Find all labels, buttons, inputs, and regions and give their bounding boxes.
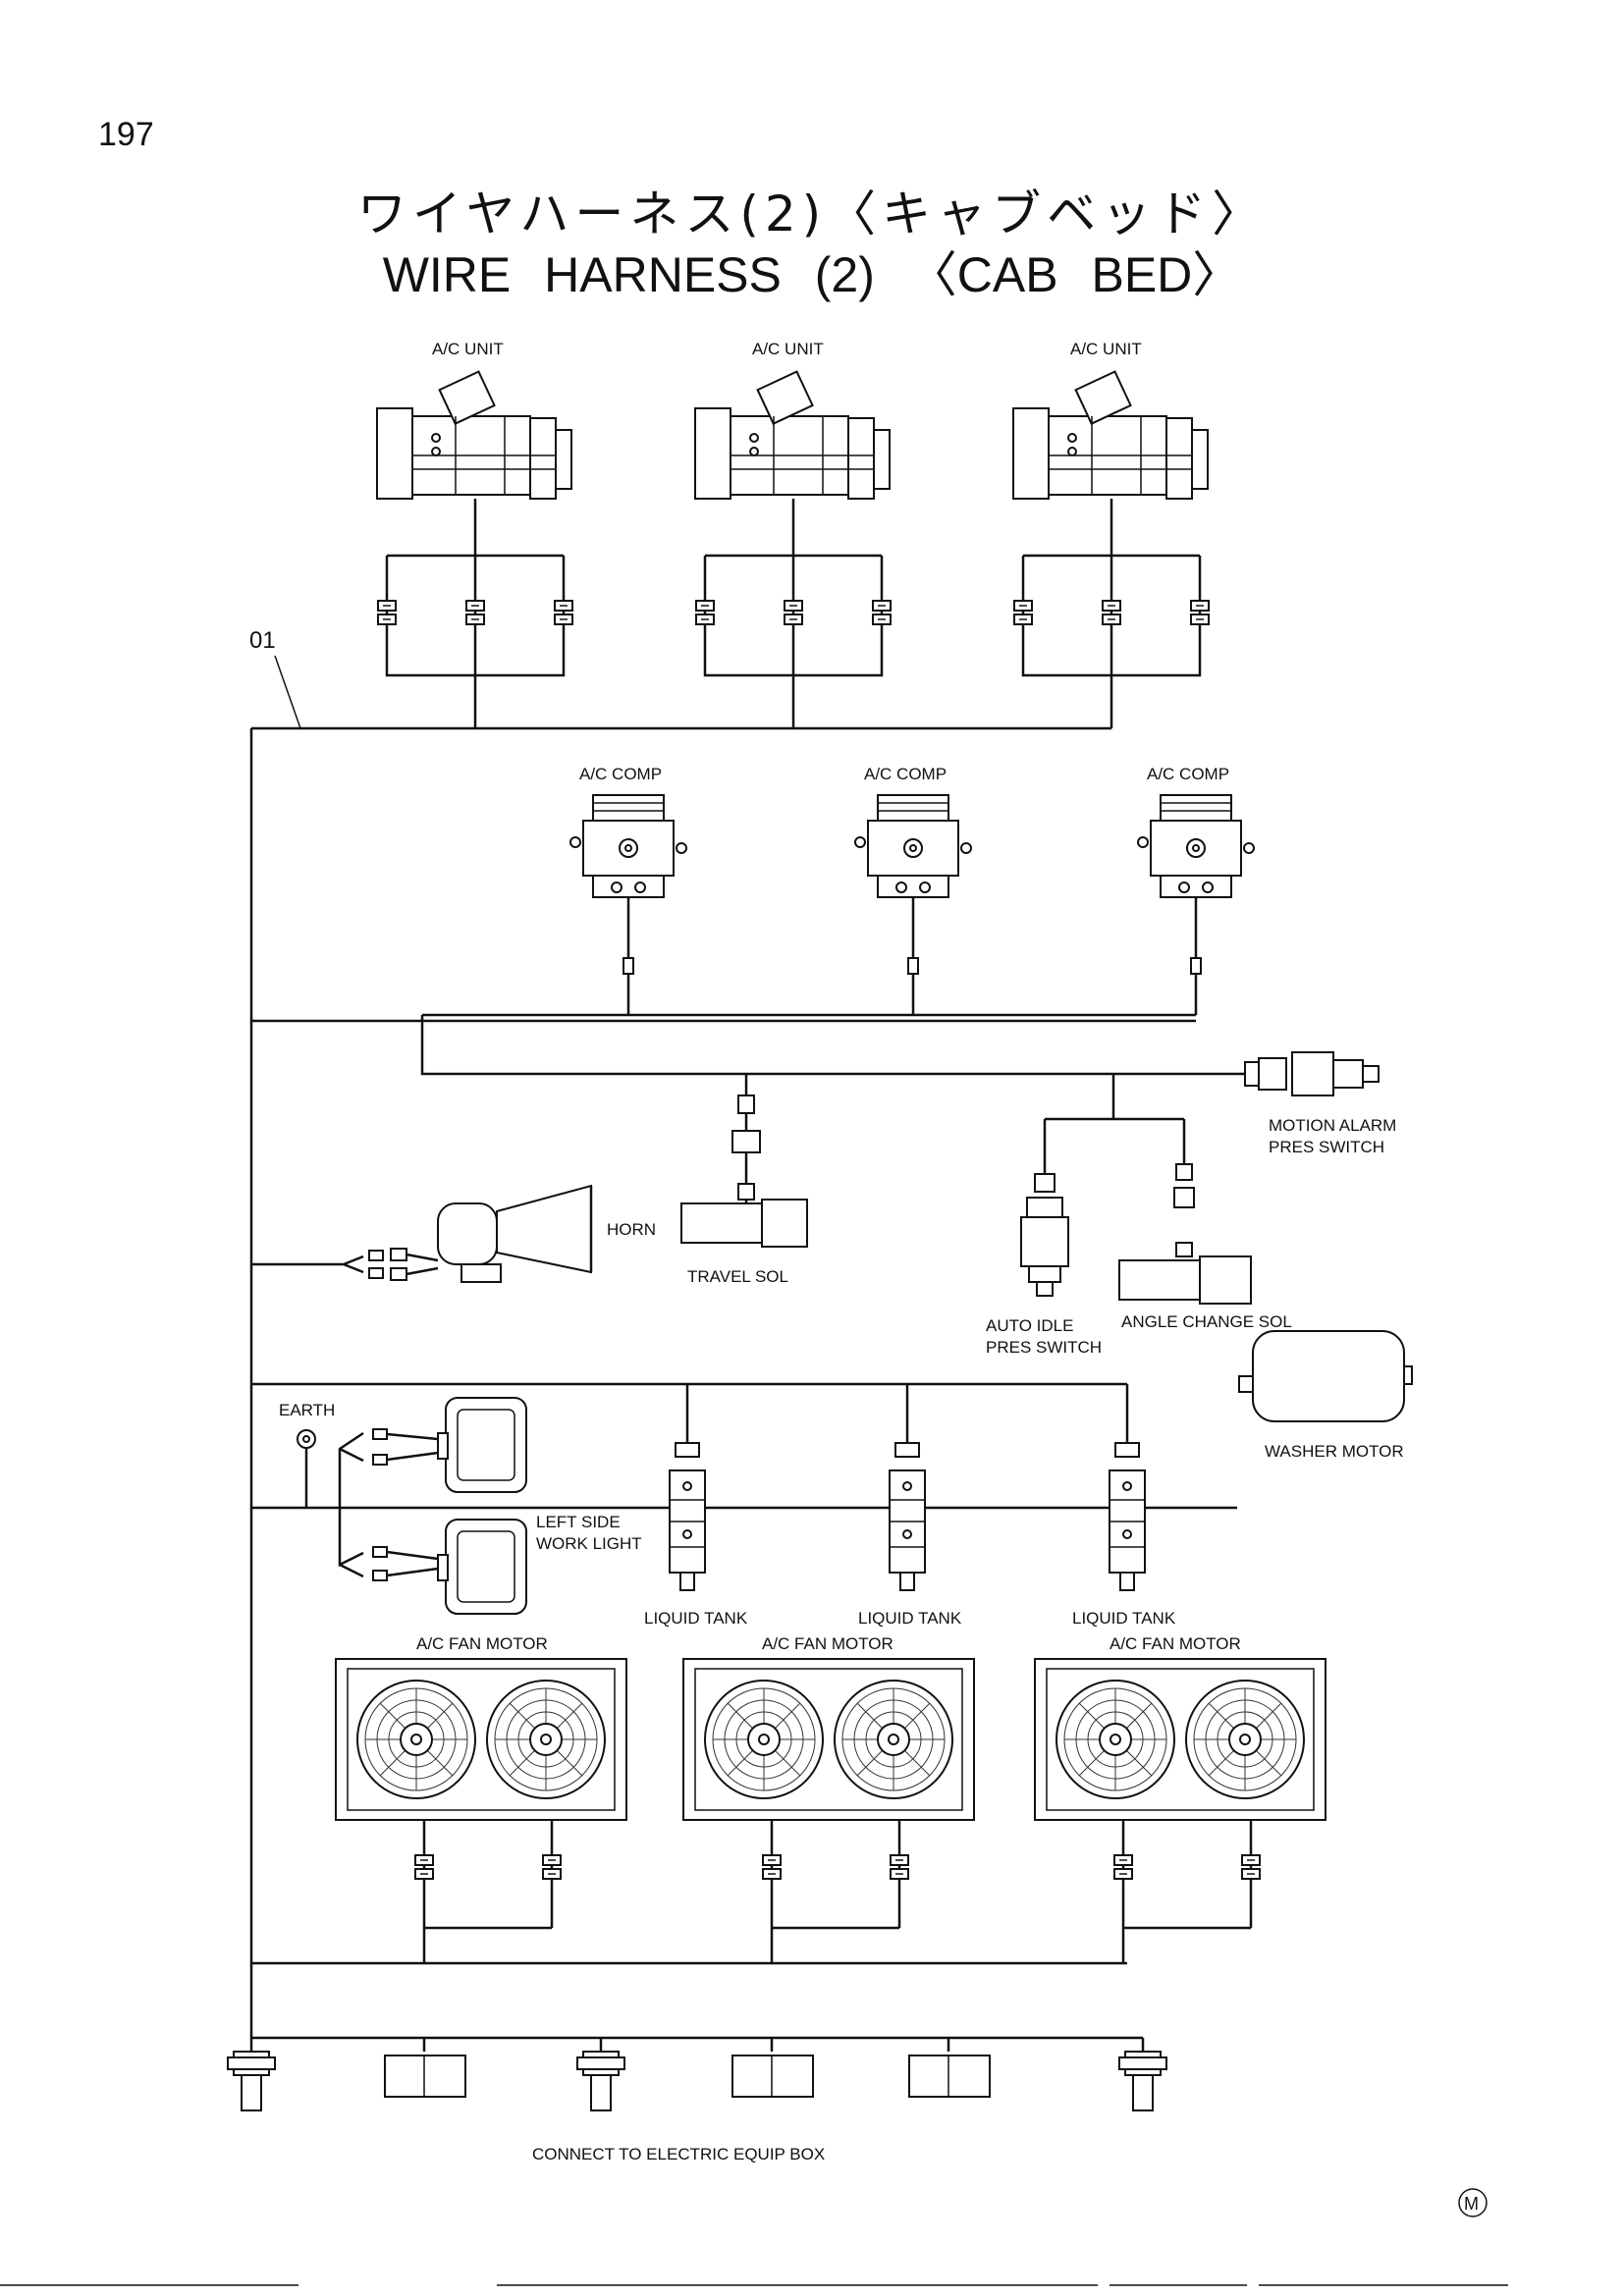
ac-comp-label: A/C COMP: [579, 765, 662, 783]
earth-terminal: EARTH: [279, 1401, 335, 1508]
harness-callout: 01: [249, 627, 276, 654]
left-side-work-light: LEFT SIDE WORK LIGHT: [338, 1397, 642, 1615]
motion-alarm-label-2: PRES SWITCH: [1269, 1138, 1384, 1156]
angle-change-label: ANGLE CHANGE SOL: [1121, 1312, 1292, 1331]
ac-unit-1: A/C UNIT: [376, 340, 573, 728]
liquid-tank-label: LIQUID TANK: [1072, 1609, 1176, 1628]
ac-unit-2: A/C UNIT: [694, 340, 892, 728]
ac-fan-motor-label: A/C FAN MOTOR: [416, 1634, 548, 1653]
auto-idle-label-2: PRES SWITCH: [986, 1338, 1102, 1357]
horn: HORN: [251, 1184, 656, 1283]
auto-idle-pres-switch: AUTO IDLE PRES SWITCH: [986, 1173, 1102, 1357]
footer-mark: M: [1458, 2188, 1488, 2217]
ac-comp-2: A/C COMP: [854, 765, 972, 1015]
callout-leader: [274, 655, 301, 729]
electric-equip-box-connectors: CONNECT TO ELECTRIC EQUIP BOX: [227, 2038, 1167, 2163]
main-trunk-wire: [249, 726, 1237, 2040]
work-light-label-1: LEFT SIDE: [536, 1513, 621, 1531]
footer-mark-letter: M: [1464, 2194, 1479, 2214]
ac-comp-label: A/C COMP: [864, 765, 947, 783]
title-english: WIRE HARNESS (2) 〈CAB BED〉: [382, 247, 1242, 302]
travel-sol: TRAVEL SOL: [680, 1095, 808, 1286]
ac-comp-label: A/C COMP: [1147, 765, 1229, 783]
ac-fan-motor-3: A/C FAN MOTOR: [1035, 1634, 1326, 1963]
auto-idle-label-1: AUTO IDLE: [986, 1316, 1073, 1335]
ac-fan-motor-label: A/C FAN MOTOR: [762, 1634, 893, 1653]
ac-comp-3: A/C COMP: [1137, 765, 1255, 1015]
ac-fan-motor-label: A/C FAN MOTOR: [1110, 1634, 1241, 1653]
ac-unit-label: A/C UNIT: [432, 340, 504, 358]
liquid-tank-label: LIQUID TANK: [644, 1609, 748, 1628]
ac-fan-motor-2: A/C FAN MOTOR: [683, 1634, 974, 1963]
motion-alarm-label-1: MOTION ALARM: [1269, 1116, 1396, 1135]
connect-box-label: CONNECT TO ELECTRIC EQUIP BOX: [532, 2145, 825, 2163]
page-number: 197: [98, 116, 154, 153]
ac-unit-label: A/C UNIT: [1070, 340, 1142, 358]
ac-unit-3: A/C UNIT: [1012, 340, 1210, 728]
liquid-tank-label: LIQUID TANK: [858, 1609, 962, 1628]
travel-sol-label: TRAVEL SOL: [687, 1267, 788, 1286]
ac-unit-label: A/C UNIT: [752, 340, 824, 358]
horn-label: HORN: [607, 1220, 656, 1239]
ac-fan-motor-1: A/C FAN MOTOR: [336, 1634, 626, 1963]
title-japanese: ワイヤハーネス(2)〈キャブベッド〉: [356, 186, 1268, 242]
washer-motor-label: WASHER MOTOR: [1265, 1442, 1404, 1461]
earth-label: EARTH: [279, 1401, 335, 1419]
liquid-tank-2: LIQUID TANK: [858, 1384, 962, 1628]
motion-alarm-pres-switch: MOTION ALARM PRES SWITCH: [1244, 1051, 1396, 1156]
liquid-tank-3: LIQUID TANK: [1072, 1384, 1176, 1628]
liquid-tank-1: LIQUID TANK: [644, 1384, 748, 1628]
ac-comp-1: A/C COMP: [569, 765, 687, 1015]
washer-motor: WASHER MOTOR: [1238, 1330, 1413, 1461]
work-light-label-2: WORK LIGHT: [536, 1534, 642, 1553]
angle-change-sol: ANGLE CHANGE SOL: [1118, 1163, 1292, 1331]
